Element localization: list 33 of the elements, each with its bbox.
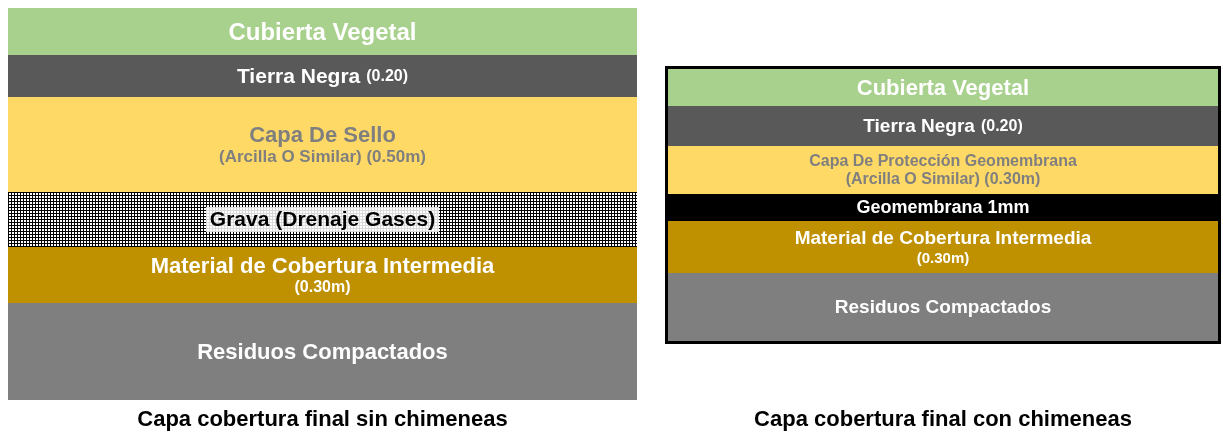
layer-band xyxy=(8,97,637,192)
layer-name: Tierra Negra xyxy=(863,115,975,137)
layer-detail: (0.20) xyxy=(980,116,1023,136)
layer-band xyxy=(668,146,1218,194)
layer-band xyxy=(668,194,1218,221)
layer-band xyxy=(8,8,637,55)
layer-name: Cubierta Vegetal xyxy=(856,74,1030,101)
layer-name: Material de Cobertura Intermedia xyxy=(150,253,495,279)
caption: Capa cobertura final con chimeneas xyxy=(753,406,1133,432)
layer-name: Geomembrana 1mm xyxy=(856,197,1030,218)
layer-name: Capa De Protección Geomembrana xyxy=(809,151,1077,170)
layer-name: Tierra Negra xyxy=(236,63,361,89)
layer-detail: (0.30m) xyxy=(916,249,970,267)
layer-detail: (0.30m) xyxy=(294,278,351,297)
layer-name: Cubierta Vegetal xyxy=(228,17,417,46)
layer-band xyxy=(8,55,637,97)
layer-name: Residuos Compactados xyxy=(197,338,448,365)
layer-name: Material de Cobertura Intermedia xyxy=(794,227,1092,250)
layer-name: Grava (Drenaje Gases) xyxy=(205,207,440,232)
layer-band xyxy=(668,69,1218,106)
layer-name: Residuos Compactados xyxy=(834,296,1052,318)
layer-band xyxy=(8,303,637,400)
hatched-layer-band xyxy=(8,192,637,247)
layer-band xyxy=(668,221,1218,273)
layer-detail: (0.20) xyxy=(366,66,409,86)
frame-box xyxy=(665,66,1221,344)
caption: Capa cobertura final sin chimeneas xyxy=(136,406,509,432)
layer-detail: (Arcilla O Similar) (0.30m) xyxy=(845,170,1041,189)
layer-name: Capa De Sello xyxy=(249,122,396,148)
layer-band xyxy=(8,247,637,303)
layer-detail: (Arcilla O Similar) (0.50m) xyxy=(219,147,426,167)
layer-band xyxy=(668,106,1218,146)
layer-band xyxy=(668,273,1218,341)
